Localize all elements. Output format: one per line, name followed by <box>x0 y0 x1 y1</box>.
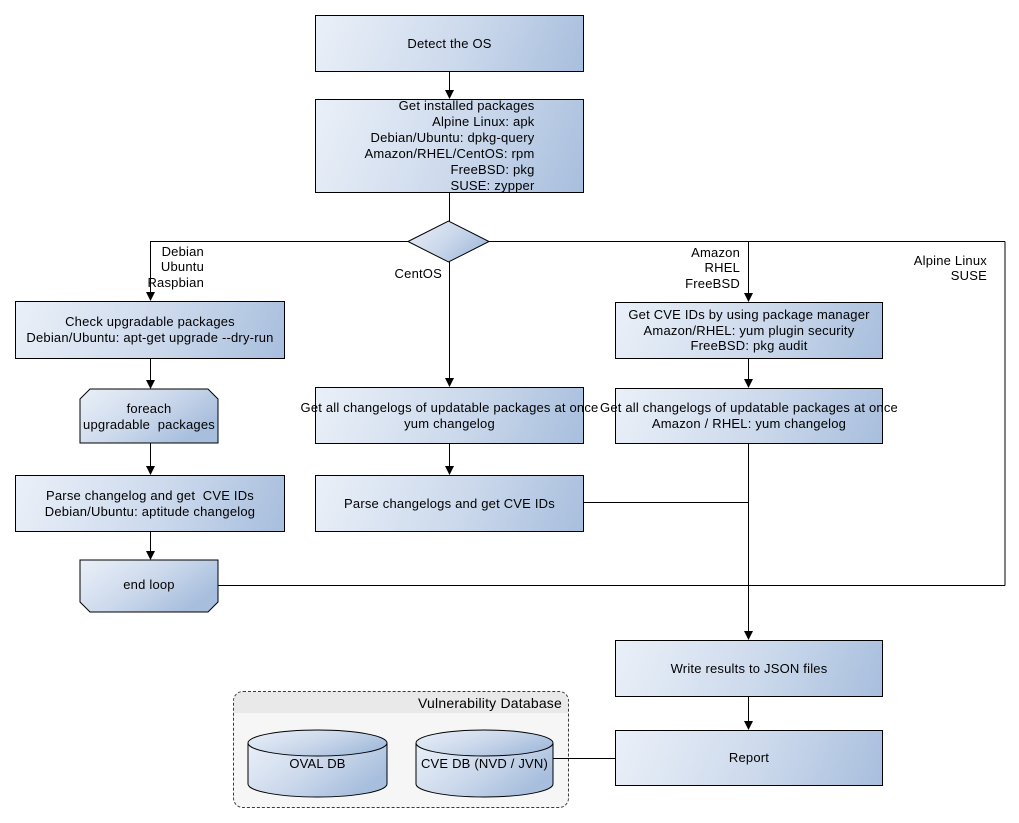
node-detect-os: Detect the OS <box>315 15 584 72</box>
arrowhead <box>146 292 155 301</box>
arrowhead <box>445 378 454 387</box>
node-get-all-changelogs-centos: Get all changelogs of updatable packages… <box>301 387 598 444</box>
arrowhead <box>744 721 753 730</box>
cylinder-label: CVE DB (NVD / JVN) <box>420 756 549 772</box>
branch-label-amazon: Amazon RHEL FreeBSD <box>685 245 740 291</box>
arrowhead <box>146 466 155 475</box>
node-label: Check upgradable packages Debian/Ubuntu:… <box>26 314 274 345</box>
arrowhead <box>146 551 155 560</box>
end-loop-label: end loop <box>80 560 218 610</box>
vulnerability-database-title: Vulnerability Database <box>234 692 568 713</box>
arrowhead <box>744 379 753 388</box>
decision-diamond <box>406 220 491 263</box>
node-label: end loop <box>123 577 175 593</box>
node-label: Report <box>728 750 770 766</box>
node-label: Parse changelogs and get CVE IDs <box>344 495 555 511</box>
branch-label-centos: CentOS <box>394 266 442 281</box>
node-check-upgradable-packages: Check upgradable packages Debian/Ubuntu:… <box>15 301 285 359</box>
node-get-all-changelogs-amazon: Get all changelogs of updatable packages… <box>600 388 898 444</box>
node-report: Report <box>615 730 883 786</box>
oval-db-label: OVAL DB <box>248 746 387 782</box>
node-label: Parse changelog and get CVE IDs Debian/U… <box>44 487 256 519</box>
node-label: Get all changelogs of updatable packages… <box>600 400 898 431</box>
node-label: Get installed packages Alpine Linux: apk… <box>364 98 535 193</box>
node-label: foreach upgradable packages <box>83 401 215 432</box>
foreach-loop-label: foreach upgradable packages <box>80 391 218 443</box>
node-write-results-json: Write results to JSON files <box>615 640 883 697</box>
group-title-label: Vulnerability Database <box>418 694 562 711</box>
node-parse-changelogs-get-cve-ids: Parse changelogs and get CVE IDs <box>315 475 584 532</box>
cve-db-label: CVE DB (NVD / JVN) <box>416 746 553 782</box>
branch-label-alpine: Alpine Linux SUSE <box>913 253 987 284</box>
branch-label-debian: Debian Ubuntu Raspbian <box>147 244 204 290</box>
node-get-cve-ids-package-manager: Get CVE IDs by using package manager Ama… <box>615 302 883 359</box>
node-label: Detect the OS <box>407 35 492 51</box>
cylinder-label: OVAL DB <box>289 756 346 772</box>
node-label: Get CVE IDs by using package manager Ama… <box>628 306 870 354</box>
node-label: Get all changelogs of updatable packages… <box>300 399 599 431</box>
arrowhead <box>445 466 454 475</box>
node-label: Write results to JSON files <box>670 660 828 676</box>
arrowhead <box>744 631 753 640</box>
arrowhead <box>744 293 753 302</box>
node-get-installed-packages: Get installed packages Alpine Linux: apk… <box>315 98 584 193</box>
arrowhead <box>146 380 155 389</box>
node-parse-changelog-get-cve-ids: Parse changelog and get CVE IDs Debian/U… <box>15 475 285 532</box>
